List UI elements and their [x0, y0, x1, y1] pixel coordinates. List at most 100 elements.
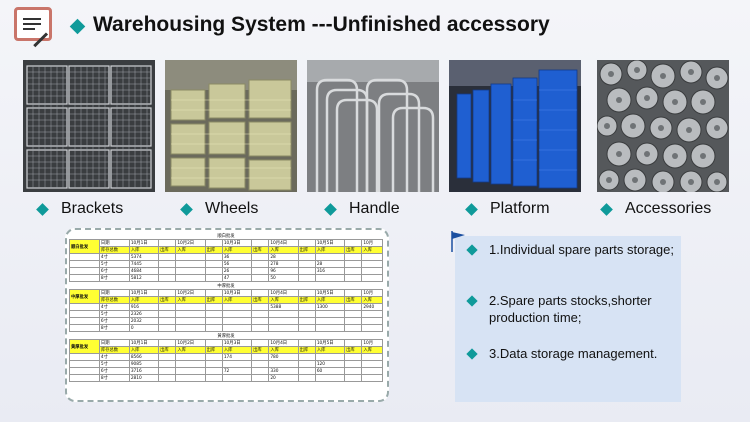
header-cell: 入库 [128, 246, 160, 254]
header-cell: 库存总数 [98, 296, 130, 304]
header-cell: 入库 [268, 246, 299, 254]
table-cell [314, 324, 346, 332]
header-cell: 10月3日 [221, 289, 253, 297]
header-cell: 10月1日 [128, 339, 160, 347]
caption-label: Wheels [205, 200, 259, 217]
header-cell [204, 339, 223, 347]
header-cell: 10月 [361, 239, 383, 247]
flag-icon [451, 231, 465, 252]
table-cell: 28 [268, 253, 299, 261]
header-row: 库存总数入库出库入库出库入库出库入库出库入库出库入库 [70, 346, 383, 354]
table-cell [69, 360, 100, 368]
header-row: 库存总数入库出库入库出库入库出库入库出库入库出库入库 [70, 246, 383, 254]
header-cell: 出库 [158, 346, 177, 354]
header-cell: 日期 [98, 239, 130, 247]
header-cell: 10月1日 [128, 289, 160, 297]
header-cell: 入库 [221, 296, 253, 304]
header-cell: 10月2日 [175, 289, 206, 297]
table-cell: 6寸 [98, 367, 130, 375]
accessories-photo [597, 60, 729, 192]
table-cell: 72 [221, 367, 253, 375]
header-cell [297, 339, 316, 347]
table-cell [344, 274, 363, 282]
table-cell [175, 367, 206, 375]
table-cell [344, 360, 363, 368]
table-cell [344, 260, 363, 268]
table-cell [314, 274, 346, 282]
table-cell [69, 353, 100, 361]
header-cell [297, 239, 316, 247]
table-cell [297, 260, 316, 268]
table-cell [175, 267, 206, 275]
header-cell [204, 239, 223, 247]
header-cell: 10月5日 [314, 289, 346, 297]
table-cell [69, 267, 100, 275]
header-cell: 库存总数 [98, 346, 130, 354]
table-cell [344, 310, 363, 318]
header-cell: 10月4日 [268, 239, 299, 247]
table-cell [314, 317, 346, 325]
table-cell [361, 267, 383, 275]
slide-title: Warehousing System ---Unfinished accesso… [93, 13, 550, 36]
caption-brackets: Brackets [36, 200, 124, 218]
header-cell: 入库 [268, 346, 299, 354]
header-cell: 出库 [204, 246, 223, 254]
header-cell: 10月3日 [221, 239, 253, 247]
table-cell: 96 [268, 267, 299, 275]
diamond-bullet-icon [180, 202, 193, 216]
table-cell [251, 310, 270, 318]
table-cell: 47 [221, 274, 253, 282]
table-cell [69, 317, 100, 325]
table-cell [344, 253, 363, 261]
table-cell [251, 303, 270, 311]
table-cell [297, 360, 316, 368]
table-cell [268, 310, 299, 318]
table-cell: 4寸 [98, 253, 130, 261]
header-cell: 出库 [297, 246, 316, 254]
table-cell [158, 310, 177, 318]
table-cell [361, 324, 383, 332]
table-cell [69, 303, 100, 311]
table-cell [204, 267, 223, 275]
caption-label: Accessories [625, 200, 712, 217]
table-cell [69, 253, 100, 261]
table-cell: 278 [268, 260, 299, 268]
caption-label: Brackets [61, 200, 124, 217]
point-2: 2.Spare parts stocks,shorter production … [489, 293, 652, 325]
header-cell: 10月1日 [128, 239, 160, 247]
table-cell [175, 353, 206, 361]
header-cell: 10月5日 [314, 239, 346, 247]
table-cell: 8寸 [98, 324, 130, 332]
table-cell [297, 253, 316, 261]
header-cell: 10月 [361, 339, 383, 347]
table-cell [175, 260, 206, 268]
table-cell [314, 310, 346, 318]
header-cell [344, 339, 363, 347]
table-cell [204, 360, 223, 368]
header-cell: 10月 [361, 289, 383, 297]
table-cell: 5寸 [98, 360, 130, 368]
handle-photo [307, 60, 439, 192]
table-cell: 316 [314, 267, 346, 275]
platform-photo [449, 60, 581, 192]
table-cell [251, 360, 270, 368]
table-cell [344, 367, 363, 375]
header-cell: 10月2日 [175, 339, 206, 347]
table-cell [204, 260, 223, 268]
table-cell: 28 [314, 260, 346, 268]
table-cell [344, 374, 363, 382]
header-cell: 出库 [251, 246, 270, 254]
table-cell [297, 310, 316, 318]
section-title: 中厚批发 [217, 283, 235, 289]
header-cell: 10月5日 [314, 339, 346, 347]
info-panel [455, 236, 681, 402]
table-cell [251, 274, 270, 282]
